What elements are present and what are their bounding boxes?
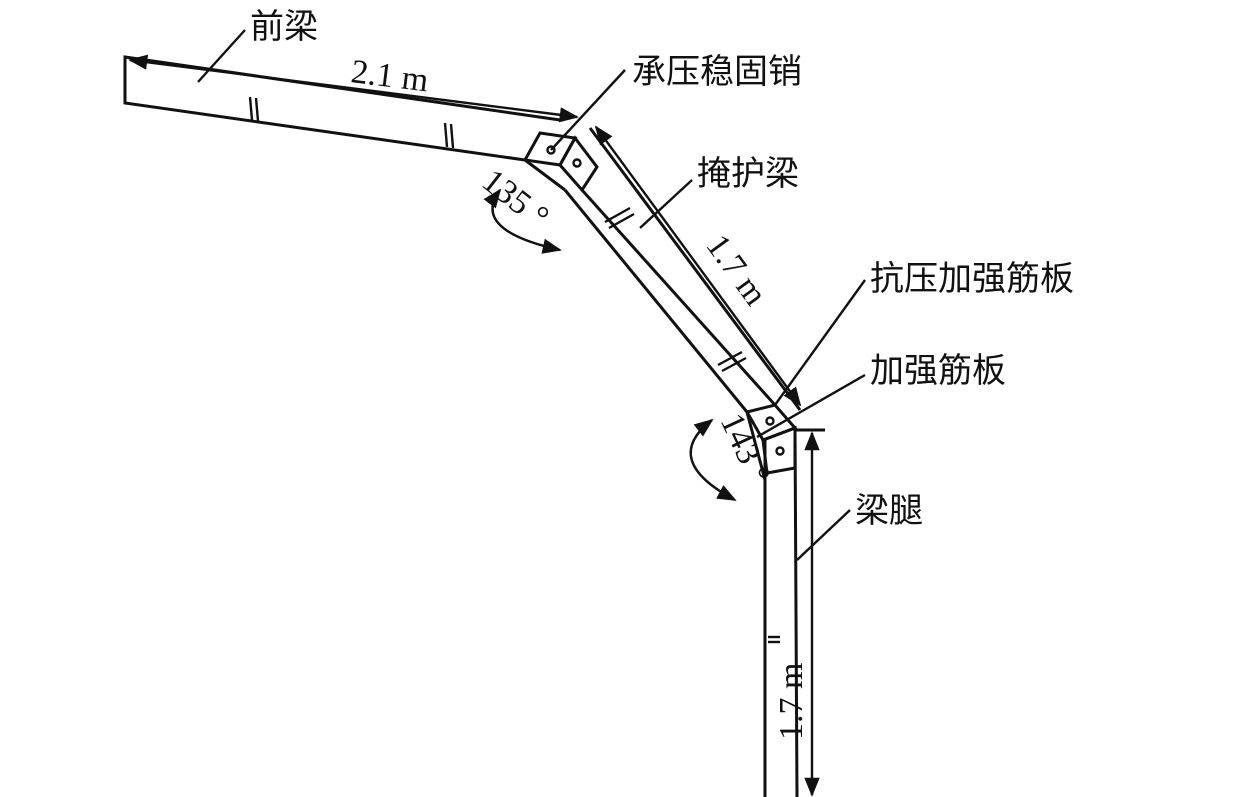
dim-leg: 1.7 m	[773, 663, 810, 740]
angle-arc-143	[689, 418, 737, 502]
label-canopy-beam: 掩护梁	[697, 154, 799, 194]
leader-rib	[756, 373, 866, 439]
label-front-beam: 前梁	[250, 7, 318, 47]
label-pin: 承压稳固销	[632, 52, 802, 92]
pin-icon	[775, 446, 785, 456]
label-leg: 梁腿	[855, 491, 923, 531]
leader-front-beam	[197, 29, 246, 83]
front-beam-dimension-line	[128, 54, 579, 123]
front-beam	[123, 55, 561, 162]
leg-beam	[763, 427, 825, 797]
pin-icon	[765, 416, 775, 426]
leader-pin	[550, 69, 626, 151]
leader-leg	[796, 509, 851, 561]
pin-icon	[572, 158, 582, 168]
angle-arc-135	[483, 188, 562, 254]
dim-canopy-beam: 1.7 m	[699, 228, 774, 312]
upper-joint	[522, 131, 599, 193]
label-compression-rib: 抗压加强筋板	[870, 259, 1074, 299]
label-rib: 加强筋板	[870, 351, 1006, 391]
canopy-beam-dimension-line	[594, 125, 802, 407]
pin-icon	[546, 145, 556, 155]
leader-compression-rib	[774, 279, 866, 406]
leader-canopy	[639, 179, 693, 229]
